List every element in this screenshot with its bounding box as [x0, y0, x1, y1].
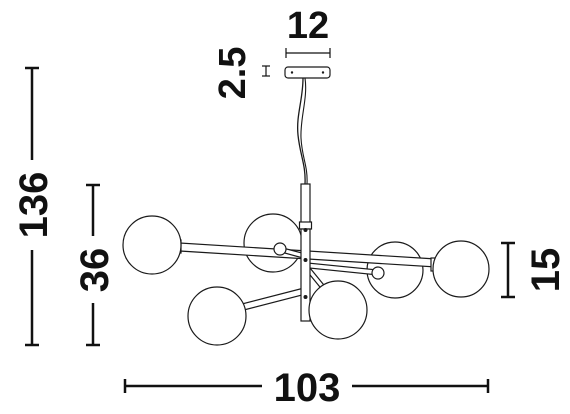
canopy-screw-left: [290, 71, 294, 74]
overall-height-dimension: 136: [12, 66, 56, 347]
canopy-plate: [284, 66, 331, 79]
body-height-label: 36: [73, 248, 117, 293]
globe-front-center: [308, 280, 368, 340]
stem-joint-upper: [303, 228, 308, 232]
globe-height-label: 15: [524, 248, 568, 293]
socket-back-left: [273, 242, 287, 256]
socket-back-right: [371, 266, 385, 280]
central-stem: [298, 183, 313, 322]
suspension-cable: [296, 77, 308, 185]
globe-back-left: [243, 213, 303, 273]
cable-strand-b: [300, 77, 308, 185]
overall-height-label: 136: [12, 172, 56, 239]
globe-lower-left: [187, 286, 247, 346]
canopy: [284, 66, 331, 79]
stem-upper: [300, 183, 311, 225]
front-globes: [122, 215, 490, 346]
body-height-dimension: 36: [73, 183, 117, 347]
stem-collar: [298, 221, 313, 230]
canopy-screw-right: [321, 71, 325, 74]
canopy-width-label: 12: [287, 5, 329, 47]
canopy-width-dimension: 12: [285, 5, 331, 58]
globe-front-left: [122, 215, 182, 275]
overall-width-dimension: 103: [123, 366, 490, 410]
cable-strand-a: [296, 77, 306, 185]
stem-joint-middle: [303, 258, 308, 262]
stem-joint-lower: [303, 295, 308, 299]
canopy-height-label: 2.5: [212, 47, 254, 100]
globe-front-right: [432, 240, 490, 298]
globe-height-dimension: 15: [501, 241, 568, 299]
overall-width-label: 103: [274, 366, 341, 410]
canopy-height-dimension: 2.5: [212, 47, 270, 100]
